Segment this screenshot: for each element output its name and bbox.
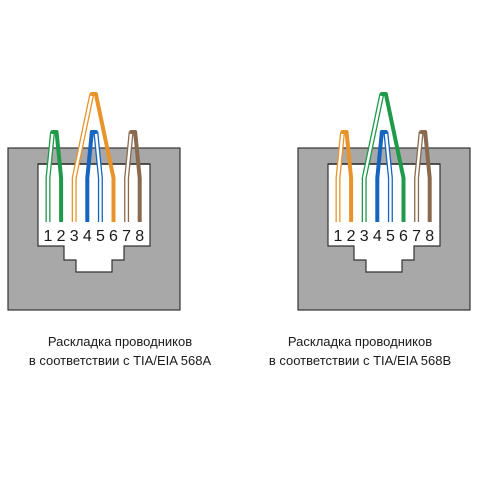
wire-pin-4 (375, 131, 384, 222)
wire-pin-2 (54, 131, 64, 222)
wire-pin-1-stripe (46, 131, 54, 222)
caption-568b-line2: в соответствии с TIA/EIA 568B (268, 353, 452, 368)
pin-number-5: 5 (96, 228, 105, 245)
pin-number-8: 8 (425, 228, 434, 245)
wire-pin-3-stripe (73, 93, 94, 222)
caption-568a-line2: в соответствии с TIA/EIA 568A (28, 353, 212, 368)
jack-cavity (327, 163, 441, 273)
wire-pin-7-stripe (125, 131, 133, 222)
wire-pin-8 (423, 131, 432, 222)
pin-number-7: 7 (412, 228, 421, 245)
wire-pin-1-stripe (336, 131, 344, 222)
wire-pin-5-stripe (384, 131, 392, 222)
wire-pin-2 (344, 131, 354, 222)
caption-568a-line1: Раскладка проводников (47, 334, 193, 349)
pin-number-1: 1 (44, 228, 53, 245)
wire-pin-8 (133, 131, 142, 222)
wire-pin-7-stripe (415, 131, 423, 222)
wire-pin-5-stripe (94, 131, 102, 222)
pin-number-8: 8 (135, 228, 144, 245)
pin-number-3: 3 (70, 228, 79, 245)
pin-number-7: 7 (122, 228, 131, 245)
caption-568b-line1: Раскладка проводников (287, 334, 433, 349)
pin-number-2: 2 (57, 228, 66, 245)
wire-pin-6 (93, 93, 116, 222)
pin-number-6: 6 (109, 228, 118, 245)
pin-number-3: 3 (360, 228, 369, 245)
wire-pin-3-stripe (363, 93, 384, 222)
pin-number-4: 4 (83, 228, 92, 245)
caption-568b: Раскладка проводников в соответствии с T… (240, 332, 480, 370)
wire-pin-4 (85, 131, 94, 222)
pin-number-1: 1 (334, 228, 343, 245)
pin-number-4: 4 (373, 228, 382, 245)
caption-568a: Раскладка проводников в соответствии с T… (0, 332, 240, 370)
pin-number-6: 6 (399, 228, 408, 245)
pin-number-5: 5 (386, 228, 395, 245)
pin-number-2: 2 (347, 228, 356, 245)
jack-cavity (37, 163, 151, 273)
wire-pin-6 (383, 93, 406, 222)
